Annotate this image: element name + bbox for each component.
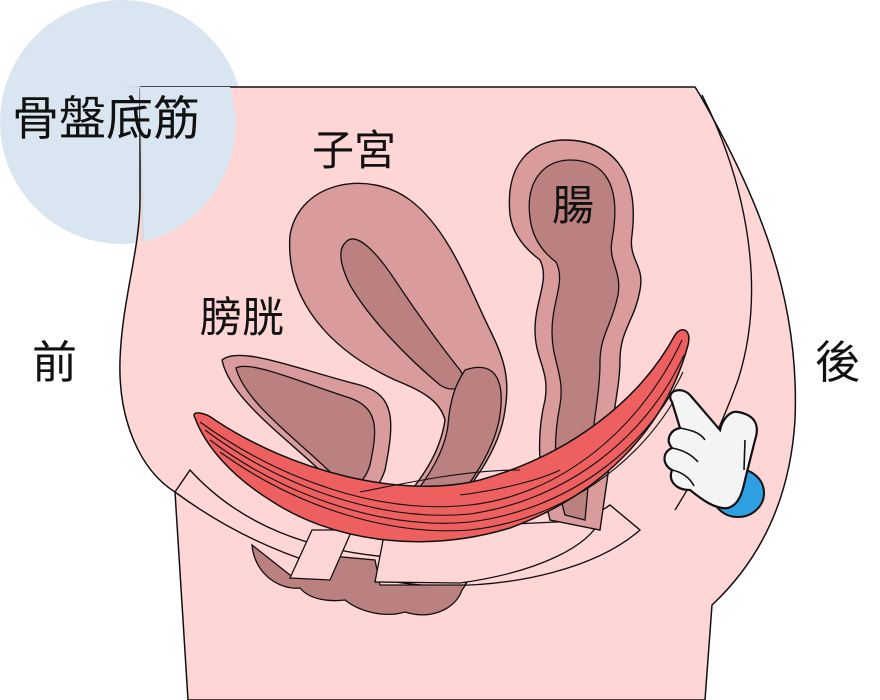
- pointing-glove-icon: [663, 389, 765, 518]
- bladder: [221, 354, 392, 497]
- bladder-label: 膀胱: [200, 293, 285, 342]
- title-label: 骨盤底筋: [12, 92, 200, 147]
- intestine-label: 腸: [552, 181, 595, 230]
- front-label: 前: [32, 336, 78, 389]
- uterus-label: 子宮: [312, 126, 397, 175]
- pelvic-floor-muscle: [193, 329, 690, 543]
- back-label: 後: [815, 336, 861, 389]
